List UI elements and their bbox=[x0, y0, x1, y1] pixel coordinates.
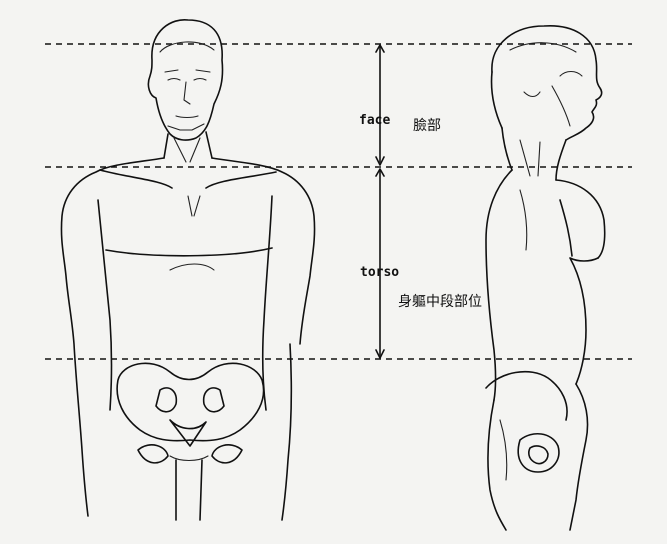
side-neck bbox=[502, 128, 566, 180]
face-measure-arrow bbox=[376, 45, 384, 165]
torso-label: torso bbox=[360, 265, 399, 280]
front-head bbox=[148, 20, 222, 140]
face-label: face bbox=[359, 113, 390, 128]
torso-label-cjk: 身軀中段部位 bbox=[398, 294, 482, 310]
front-figure bbox=[61, 20, 314, 520]
side-figure bbox=[486, 26, 605, 530]
torso-measure-arrow bbox=[376, 169, 384, 358]
side-pelvis bbox=[486, 372, 588, 530]
front-pelvis bbox=[117, 363, 263, 463]
front-clavicles bbox=[100, 170, 276, 188]
side-back bbox=[486, 170, 512, 400]
face-label-cjk: 臉部 bbox=[413, 118, 441, 134]
